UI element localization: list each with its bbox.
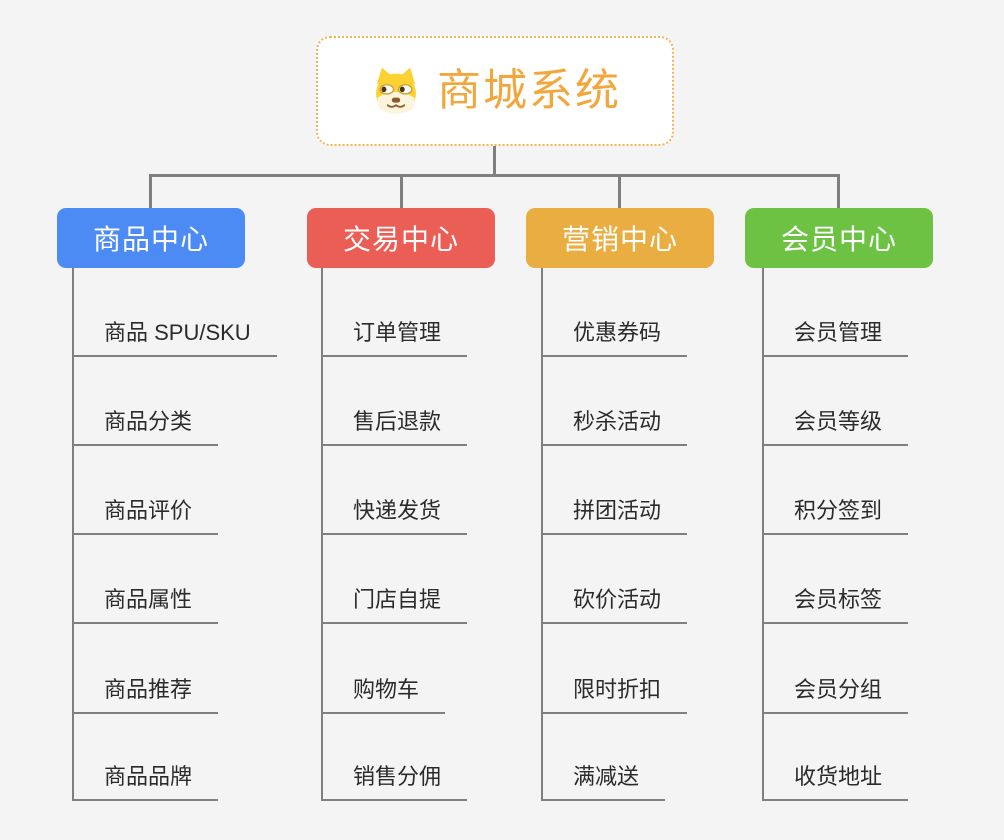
branch-node-marketing-center[interactable]: 营销中心: [526, 208, 714, 268]
leaf-item[interactable]: 会员分组: [762, 673, 909, 714]
leaf-item[interactable]: 会员标签: [762, 583, 909, 624]
branch-label: 营销中心: [561, 224, 678, 255]
branch-node-product-center[interactable]: 商品中心: [57, 208, 245, 268]
branch-label: 会员中心: [780, 224, 897, 255]
leaf-item[interactable]: 满减送: [541, 760, 666, 801]
leaf-item[interactable]: 商品推荐: [72, 673, 219, 714]
leaf-item[interactable]: 砍价活动: [541, 583, 688, 624]
leaf-item[interactable]: 销售分佣: [321, 760, 468, 801]
branch-label: 交易中心: [342, 224, 459, 255]
root-title: 商城系统: [437, 66, 621, 115]
leaf-item[interactable]: 会员等级: [762, 405, 909, 446]
connector-drop-member: [837, 174, 840, 210]
root-node-mall-system[interactable]: 商城系统: [316, 36, 674, 146]
leaf-item[interactable]: 商品品牌: [72, 760, 219, 801]
leaf-item[interactable]: 优惠券码: [541, 316, 688, 357]
leaf-item[interactable]: 收货地址: [762, 760, 909, 801]
leaf-item[interactable]: 售后退款: [321, 405, 468, 446]
connector-drop-product: [149, 174, 152, 210]
leaf-item[interactable]: 限时折扣: [541, 673, 688, 714]
leaf-item[interactable]: 商品 SPU/SKU: [72, 316, 277, 357]
connector-root-vertical: [493, 146, 496, 176]
leaf-item[interactable]: 会员管理: [762, 316, 909, 357]
leaf-item[interactable]: 秒杀活动: [541, 405, 688, 446]
branch-node-trade-center[interactable]: 交易中心: [307, 208, 495, 268]
leaf-item[interactable]: 商品分类: [72, 405, 219, 446]
leaf-item[interactable]: 商品评价: [72, 494, 219, 535]
leaf-item[interactable]: 购物车: [321, 673, 446, 714]
dog-icon: [369, 66, 423, 116]
connector-trunk-horizontal: [149, 174, 840, 177]
leaf-item[interactable]: 拼团活动: [541, 494, 688, 535]
branch-node-member-center[interactable]: 会员中心: [745, 208, 933, 268]
leaf-item[interactable]: 商品属性: [72, 583, 219, 624]
connector-drop-marketing: [618, 174, 621, 210]
leaf-item[interactable]: 积分签到: [762, 494, 909, 535]
leaf-item[interactable]: 订单管理: [321, 316, 468, 357]
leaf-item[interactable]: 快递发货: [321, 494, 468, 535]
leaf-item[interactable]: 门店自提: [321, 583, 468, 624]
branch-label: 商品中心: [92, 224, 209, 255]
connector-drop-trade: [400, 174, 403, 210]
